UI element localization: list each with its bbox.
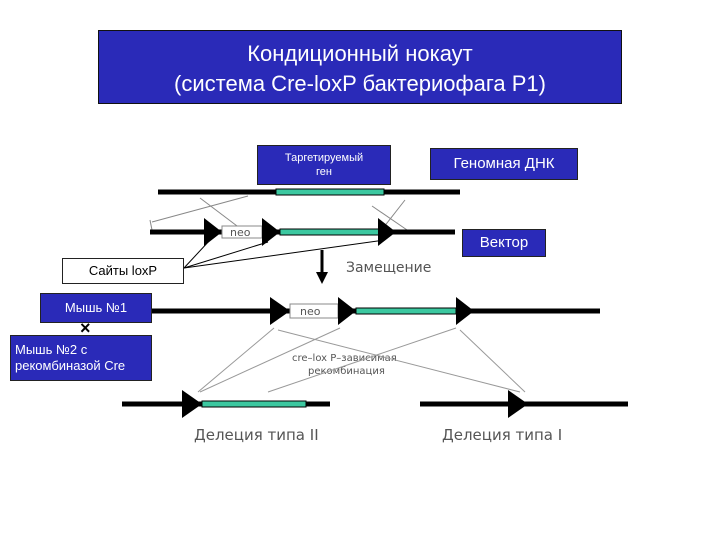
- neo-label-1: neo: [230, 226, 251, 239]
- mouse-2-line-2: рекомбиназой Cre: [15, 358, 126, 373]
- deletion-type-2-label: Делеция типа II: [194, 426, 319, 444]
- genomic-dna-label: Геномная ДНК: [430, 148, 578, 180]
- loxp-arrow-4: [270, 297, 290, 325]
- deletion-type-1-label: Делеция типа I: [442, 426, 562, 444]
- deletion-type-1-row: [420, 390, 628, 418]
- loxp-pointer-lines: [183, 239, 386, 269]
- loxp-arrow-7: [182, 390, 202, 418]
- target-gene-line-1: Таргетируемый: [284, 152, 364, 164]
- mouse-2-label: Мышь №2 с рекомбиназой Cre: [10, 335, 152, 381]
- target-gene-line-2: ген: [316, 166, 332, 178]
- neo-label-2: neo: [300, 305, 321, 318]
- replacement-label: Замещение: [346, 260, 431, 276]
- loxp-arrow-2: [262, 218, 280, 246]
- loxp-arrow-8: [508, 390, 528, 418]
- crossover-lines-top: [149, 195, 411, 233]
- replacement-arrow: [316, 250, 328, 284]
- loxp-arrow-6: [456, 297, 474, 325]
- cross-symbol: ×: [80, 318, 91, 338]
- deletion-gene-segment: [201, 400, 307, 408]
- genomic-dna-row: [158, 188, 460, 196]
- loxp-sites-label: Сайты loxP: [62, 258, 184, 284]
- title-line-2: (система Cre-loxP бактериофага Р1): [174, 71, 546, 96]
- loxp-arrow-3: [378, 218, 396, 246]
- mouse-1-label: Мышь №1: [40, 293, 152, 323]
- deletion-lines: [197, 327, 526, 393]
- loxp-arrow-5: [338, 297, 356, 325]
- vector-gene-segment: [279, 228, 381, 236]
- vector-row: neo: [150, 218, 455, 246]
- cre-label-line-2: рекомбинация: [308, 366, 385, 377]
- recombined-gene-segment: [355, 307, 457, 315]
- deletion-type-2-row: [122, 390, 330, 418]
- mouse-2-line-1: Мышь №2 с: [15, 342, 88, 357]
- title-line-1: Кондиционный нокаут: [247, 41, 473, 66]
- vector-label: Вектор: [462, 229, 546, 257]
- title-box: Кондиционный нокаут (система Cre-loxP ба…: [98, 30, 622, 104]
- cre-label-line-1: cre–lox P–зависимая: [292, 353, 397, 364]
- target-gene-label: Таргетируемый ген: [257, 145, 391, 185]
- target-gene-segment: [275, 188, 385, 196]
- recombined-row: neo: [150, 297, 600, 325]
- loxp-arrow-1: [204, 218, 222, 246]
